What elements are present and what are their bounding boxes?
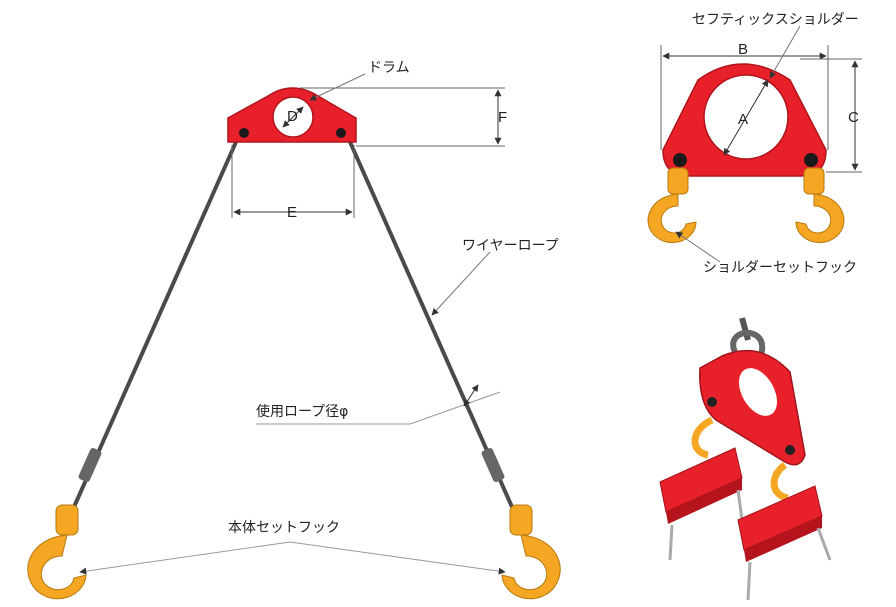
drum-pin-right <box>336 128 346 138</box>
lower-block-right <box>737 485 832 601</box>
shoulder-pin-left <box>673 153 687 167</box>
dimension-f-label: F <box>498 109 507 126</box>
shoulder-left-hook <box>647 167 697 244</box>
safetix-shoulder-assembly: B C A セフティックスショルダー ショルダーセットフック <box>647 12 862 276</box>
dimension-a-label: A <box>738 111 748 128</box>
main-sling-assembly: E F D ドラム ワイヤーロープ 使用ロープ径φ 本体セットフック <box>27 60 561 600</box>
drum-label: ドラム <box>368 60 410 76</box>
dimension-d-line <box>282 106 304 128</box>
drum-pin-left <box>239 128 249 138</box>
rope-diameter-label: 使用ロープ径φ <box>256 403 348 420</box>
wire-rope-label: ワイヤーロープ <box>462 238 559 254</box>
lower-block-left <box>659 447 744 561</box>
shoulder-set-hook-label: ショルダーセットフック <box>703 260 857 276</box>
right-body-hook <box>501 504 561 600</box>
safetix-shoulder-label: セフティックスショルダー <box>692 12 859 28</box>
dimension-d-label: D <box>287 108 298 125</box>
body-set-hook-label: 本体セットフック <box>228 520 340 536</box>
left-body-hook <box>27 504 87 600</box>
dimension-a-line <box>723 79 769 156</box>
left-rope-sleeve <box>78 447 102 483</box>
shoulder-pin-right <box>804 153 818 167</box>
dimension-b-label: B <box>738 41 748 58</box>
shoulder-right-hook <box>795 167 845 244</box>
dimension-c-label: C <box>848 109 859 126</box>
dimension-e-label: E <box>287 204 297 221</box>
shoulder-in-use-illustration <box>659 317 832 601</box>
right-rope-sleeve <box>481 447 505 483</box>
